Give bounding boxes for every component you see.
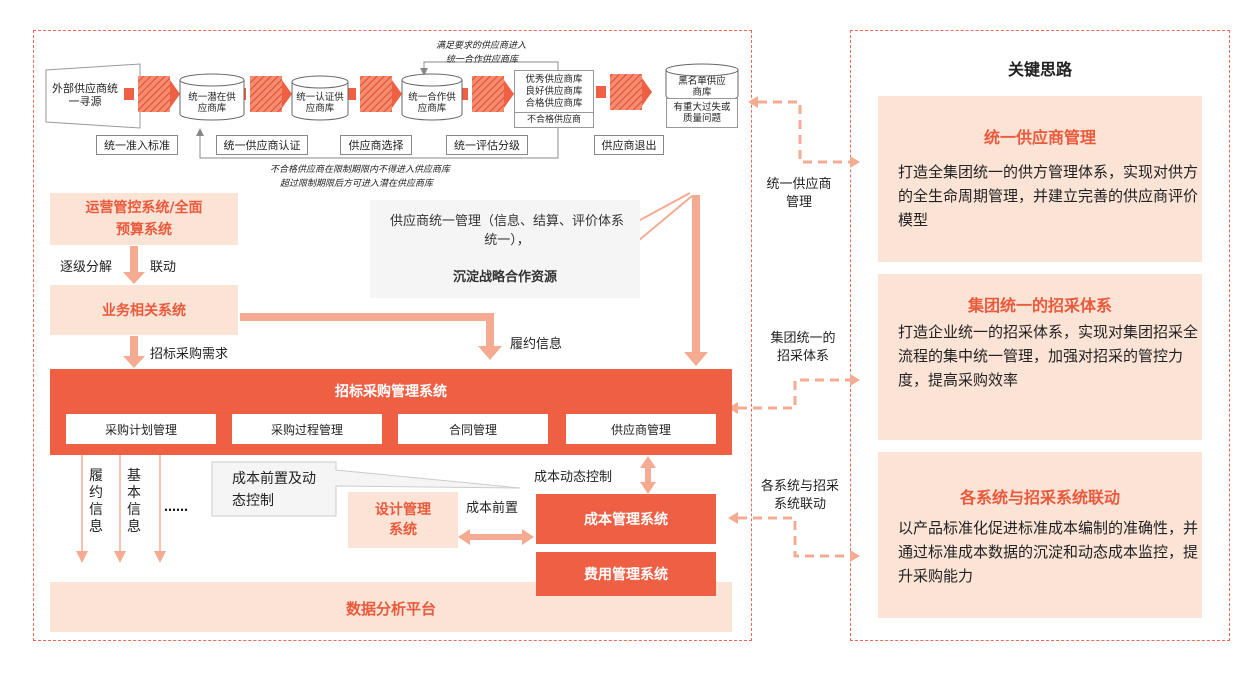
- fulfillment-arrow: [240, 313, 502, 360]
- note-top-2: 统一合作供应商库: [446, 55, 519, 65]
- main-system-label: 招标采购管理系统: [335, 384, 447, 400]
- stage-label-5: 供应商退出: [594, 135, 664, 155]
- supplier-note-bold: 沉淀战略合作资源: [452, 270, 557, 285]
- feedback-bottom-line: [196, 122, 559, 159]
- filter-arrow-4: [458, 76, 514, 112]
- stage-label-3: 供应商选择: [340, 135, 412, 155]
- filter-arrow-1: [124, 76, 180, 112]
- module-contract: 合同管理: [398, 414, 548, 444]
- filter-arrow-3: [346, 76, 402, 112]
- grades-box: 优秀供应商库 良好供应商库 合格供应商库 不合格供应商: [514, 70, 594, 128]
- business-system-label: 业务相关系统: [102, 303, 186, 319]
- grade-qualified: 合格供应商库: [525, 98, 583, 109]
- certified-db-label: 统一认证供应商库: [296, 92, 344, 114]
- business-to-main-arrow: [123, 336, 145, 368]
- idea-card-2-title: 集团统一的招采体系: [967, 296, 1112, 315]
- supplier-note-box: 供应商统一管理（信息、结算、评价体系统一）， 沉淀战略合作资源: [370, 200, 640, 298]
- note-top-1: 满足要求的供应商进入: [436, 41, 527, 51]
- left-frame: [33, 30, 752, 641]
- data-platform-label: 数据分析平台: [345, 600, 436, 618]
- expense-system-box: 费用管理系统: [536, 552, 716, 596]
- business-system-box: 业务相关系统: [50, 285, 238, 335]
- design-system-label: 设计管理系统: [375, 502, 431, 538]
- source-funnel-shape: [45, 63, 141, 129]
- right-frame: [850, 30, 1230, 641]
- supplier-down-arrow: [684, 195, 708, 366]
- grade-good: 良好供应商库: [525, 86, 583, 97]
- connector-label-1: 统一供应商管理: [766, 176, 832, 212]
- decompose-label: 逐级分解: [60, 260, 113, 275]
- expense-system-label: 费用管理系统: [584, 567, 668, 583]
- idea-card-1-body: 打造全集团统一的供方管理体系，实现对供方的全生命周期管理，并建立完善的供应商评价…: [898, 163, 1199, 229]
- note-bottom-1: 不合格供应商在限制期限内不得进入供应商库: [270, 165, 451, 175]
- ops-system-box: 运营管控系统/全面预算系统: [50, 193, 238, 245]
- connector-label-3: 各系统与招采系统联动: [760, 478, 840, 514]
- note-bottom-2: 超过限制期限后方可进入潜在供应商库: [280, 179, 434, 189]
- design-cost-arrow: [458, 529, 534, 545]
- module-process: 采购过程管理: [232, 414, 382, 444]
- idea-card-1: 统一供应商管理 打造全集团统一的供方管理体系，实现对供方的全生命周期管理，并建立…: [878, 96, 1202, 262]
- module-supplier: 供应商管理: [566, 414, 716, 444]
- coop-db-label: 统一合作供应商库: [408, 92, 456, 114]
- filter-arrows: [124, 63, 739, 121]
- module-plan: 采购计划管理: [66, 414, 216, 444]
- stage-label-1: 统一准入标准: [96, 135, 178, 155]
- bidding-demand-label: 招标采购需求: [150, 347, 229, 362]
- stage-label-4: 统一评估分级: [446, 135, 528, 155]
- grade-excellent: 优秀供应商库: [525, 74, 583, 85]
- idea-card-1-title: 统一供应商管理: [983, 128, 1096, 147]
- blacklist-reason-box: 有重大过失或质量问题: [666, 98, 738, 128]
- down-label-fulfillment: 履约信息: [89, 468, 103, 535]
- down-label-basic: 基本信息: [127, 468, 141, 535]
- cost-front-ctrl-label: 成本前置及动态控制: [232, 471, 316, 509]
- idea-card-2-body: 打造企业统一的招采体系，实现对集团招采全流程的集中统一管理，加强对招采的管控力度…: [898, 323, 1199, 389]
- idea-card-3-body: 以产品标准化促进标准成本编制的准确性，并通过标准成本数据的沉淀和动态成本监控，提…: [898, 519, 1199, 585]
- cost-callout-shape: [211, 461, 521, 517]
- ops-system-label: 运营管控系统/全面预算系统: [85, 200, 203, 238]
- grade-divider: [515, 112, 593, 113]
- cost-system-label: 成本管理系统: [584, 512, 668, 528]
- linkage-label: 联动: [150, 260, 177, 275]
- idea-card-2: 集团统一的招采体系 打造企业统一的招采体系，实现对集团招采全流程的集中统一管理，…: [878, 274, 1202, 440]
- source-label: 外部供应商统一寻源: [52, 82, 118, 108]
- grade-unqualified: 不合格供应商: [526, 115, 581, 125]
- note-diag-line2: [631, 195, 693, 247]
- cost-front-label: 成本前置: [466, 501, 519, 516]
- cost-system-box: 成本管理系统: [536, 494, 716, 544]
- supplier-note-text: 供应商统一管理（信息、结算、评价体系统一），: [389, 214, 624, 248]
- ops-to-business-arrow: [123, 246, 145, 284]
- design-system-box: 设计管理系统: [348, 492, 458, 548]
- blacklist-reason: 有重大过失或质量问题: [673, 102, 731, 124]
- connector-label-2: 集团统一的招采体系: [766, 330, 840, 366]
- idea-card-3: 各系统与招采系统联动 以产品标准化促进标准成本编制的准确性，并通过标准成本数据的…: [878, 452, 1202, 618]
- cost-dynamic-label: 成本动态控制: [534, 470, 613, 485]
- down-label-more: ……: [164, 500, 188, 514]
- filter-arrow-5: [596, 74, 652, 110]
- stage-label-2: 统一供应商认证: [216, 135, 308, 155]
- blacklist-db-label: 黑名单供应商库: [678, 76, 726, 98]
- potential-db-label: 统一潜在供应商库: [188, 92, 236, 114]
- idea-card-3-title: 各系统与招采系统联动: [959, 488, 1120, 507]
- right-panel-title: 关键思路: [1007, 60, 1072, 79]
- fulfillment-info-label: 履约信息: [510, 337, 563, 352]
- cost-dynamic-arrow: [640, 456, 656, 494]
